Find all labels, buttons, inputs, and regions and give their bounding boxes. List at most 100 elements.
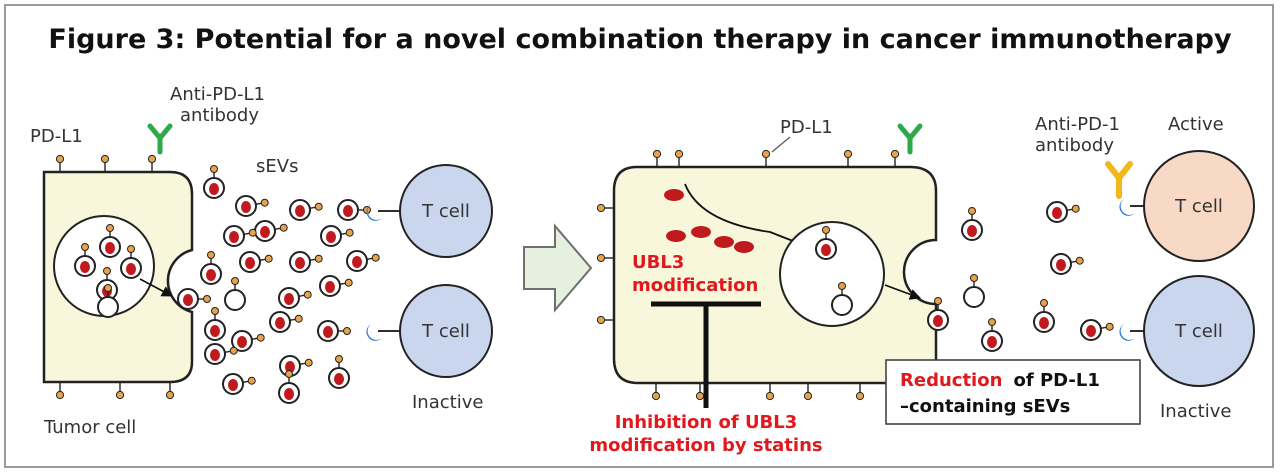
reduction-label-line1: Reduction of PD-L1 — [900, 370, 1100, 391]
pdl1-marker — [651, 383, 661, 401]
t-cell-active — [1143, 150, 1255, 262]
left-panel: PD-L1 Anti-PD-L1 antibody sEVs Tumor cel… — [30, 84, 493, 438]
release-arrow-right — [884, 284, 922, 300]
ubl3-dot — [666, 230, 686, 242]
sev-vesicle — [223, 225, 257, 247]
ubl3-dot — [691, 226, 711, 238]
active-label: Active — [1168, 114, 1224, 135]
sev-vesicle — [200, 251, 222, 285]
sev-vesicle — [222, 373, 256, 395]
right-panel: UBL3 modification Inhibition of UBL3 mod… — [589, 114, 1255, 456]
inactive-label-left: Inactive — [412, 392, 483, 413]
pdl1-marker — [596, 203, 614, 213]
pdl1-marker — [165, 382, 175, 400]
sev-vesicle — [963, 274, 985, 308]
sevs-cloud-left — [177, 165, 380, 404]
sev-vesicle — [981, 318, 1003, 352]
sev-vesicle — [346, 250, 380, 272]
endosome-vesicles-right — [815, 226, 853, 316]
sev-vesicle — [961, 207, 983, 241]
reduction-callout — [885, 359, 1141, 425]
ubl3-label-line1: UBL3 — [632, 252, 684, 273]
anti-pdl1-label-line1: Anti-PD-L1 — [170, 84, 265, 105]
pdl1-marker — [761, 149, 771, 167]
pdl1-marker — [695, 383, 705, 401]
inactive-label-right: Inactive — [1160, 401, 1231, 422]
sev-vesicle — [289, 251, 323, 273]
release-arrow — [139, 278, 173, 297]
sev-vesicle — [278, 370, 300, 404]
sev-vesicle — [289, 199, 323, 221]
sev-vesicle — [231, 330, 265, 352]
pdl1-marker — [115, 382, 125, 400]
pdl1-label-right: PD-L1 — [780, 117, 833, 138]
pdl1-marker — [55, 382, 65, 400]
inhibition-label-line2: modification by statins — [589, 435, 822, 456]
pdl1-marker — [890, 149, 900, 167]
t-cell-label: T cell — [421, 201, 470, 222]
sevs-cloud-right — [927, 201, 1114, 352]
sev-vesicle — [239, 251, 273, 273]
pdl1-marker — [596, 253, 614, 263]
pd1-receptor-icon — [1119, 199, 1135, 216]
ubl3-dot — [664, 189, 684, 201]
sev-vesicle — [254, 220, 288, 242]
t-cell-label: T cell — [1174, 321, 1223, 342]
pdl1-marker — [147, 154, 157, 172]
sev-vesicle — [120, 245, 142, 279]
pd1-receptor-icon — [366, 324, 382, 341]
pdl1-marker — [803, 383, 813, 401]
sev-vesicle — [320, 225, 354, 247]
pd1-receptor-icon — [1119, 324, 1135, 341]
sev-vesicle — [74, 243, 96, 277]
pd1-receptor-icon — [366, 204, 382, 221]
sev-vesicle — [1080, 319, 1114, 341]
anti-pdl1-antibody-icon — [147, 123, 173, 155]
reduction-label-line2: –containing sEVs — [900, 396, 1070, 417]
sev-vesicle — [269, 311, 303, 333]
endosome-right — [779, 221, 885, 327]
sev-vesicle — [99, 224, 121, 258]
ubl3-label-line2: modification — [632, 275, 758, 296]
sev-vesicle — [337, 199, 371, 221]
sev-vesicle — [319, 275, 353, 297]
t-cell-bottom-left — [399, 284, 493, 378]
pdl1-marker — [674, 149, 684, 167]
sev-vesicle — [224, 277, 246, 311]
sev-vesicle — [278, 287, 312, 309]
t-cell-label: T cell — [1174, 196, 1223, 217]
t-cell-inactive-right — [1143, 275, 1255, 387]
pdl1-marker — [596, 315, 614, 325]
sev-vesicle — [831, 282, 853, 316]
sev-vesicle — [927, 297, 949, 331]
sev-vesicle — [1033, 299, 1055, 333]
tumor-cell-label: Tumor cell — [43, 417, 136, 438]
t-cell-label: T cell — [421, 321, 470, 342]
pdl1-marker — [652, 149, 662, 167]
sev-vesicle — [203, 165, 225, 199]
pdl1-label-left: PD-L1 — [30, 126, 83, 147]
anti-pd1-label-line2: antibody — [1035, 135, 1114, 156]
anti-pd1-antibody-icon — [1105, 161, 1133, 199]
pdl1-marker — [765, 383, 775, 401]
sev-vesicle — [279, 355, 313, 377]
pdl1-marker — [855, 383, 865, 401]
sev-vesicle — [1046, 201, 1080, 223]
sev-vesicle — [177, 288, 211, 310]
anti-pdl1-label-line2: antibody — [180, 105, 259, 126]
anti-pd1-label-line1: Anti-PD-1 — [1035, 114, 1120, 135]
pdl1-marker — [55, 154, 65, 172]
inhibition-label-line1: Inhibition of UBL3 — [615, 412, 798, 433]
tumor-cell-right — [612, 165, 938, 385]
ubl3-dot — [714, 236, 734, 248]
pdl1-marker — [100, 154, 110, 172]
ubl3-dot — [734, 241, 754, 253]
sev-vesicle — [204, 343, 238, 365]
sev-vesicle — [235, 195, 269, 217]
t-cell-top-left — [399, 164, 493, 258]
pdl1-markers-left — [55, 154, 175, 400]
sevs-label: sEVs — [256, 156, 298, 177]
transition-arrow — [523, 223, 593, 313]
pdl1-marker — [843, 149, 853, 167]
sev-vesicle — [815, 226, 837, 260]
